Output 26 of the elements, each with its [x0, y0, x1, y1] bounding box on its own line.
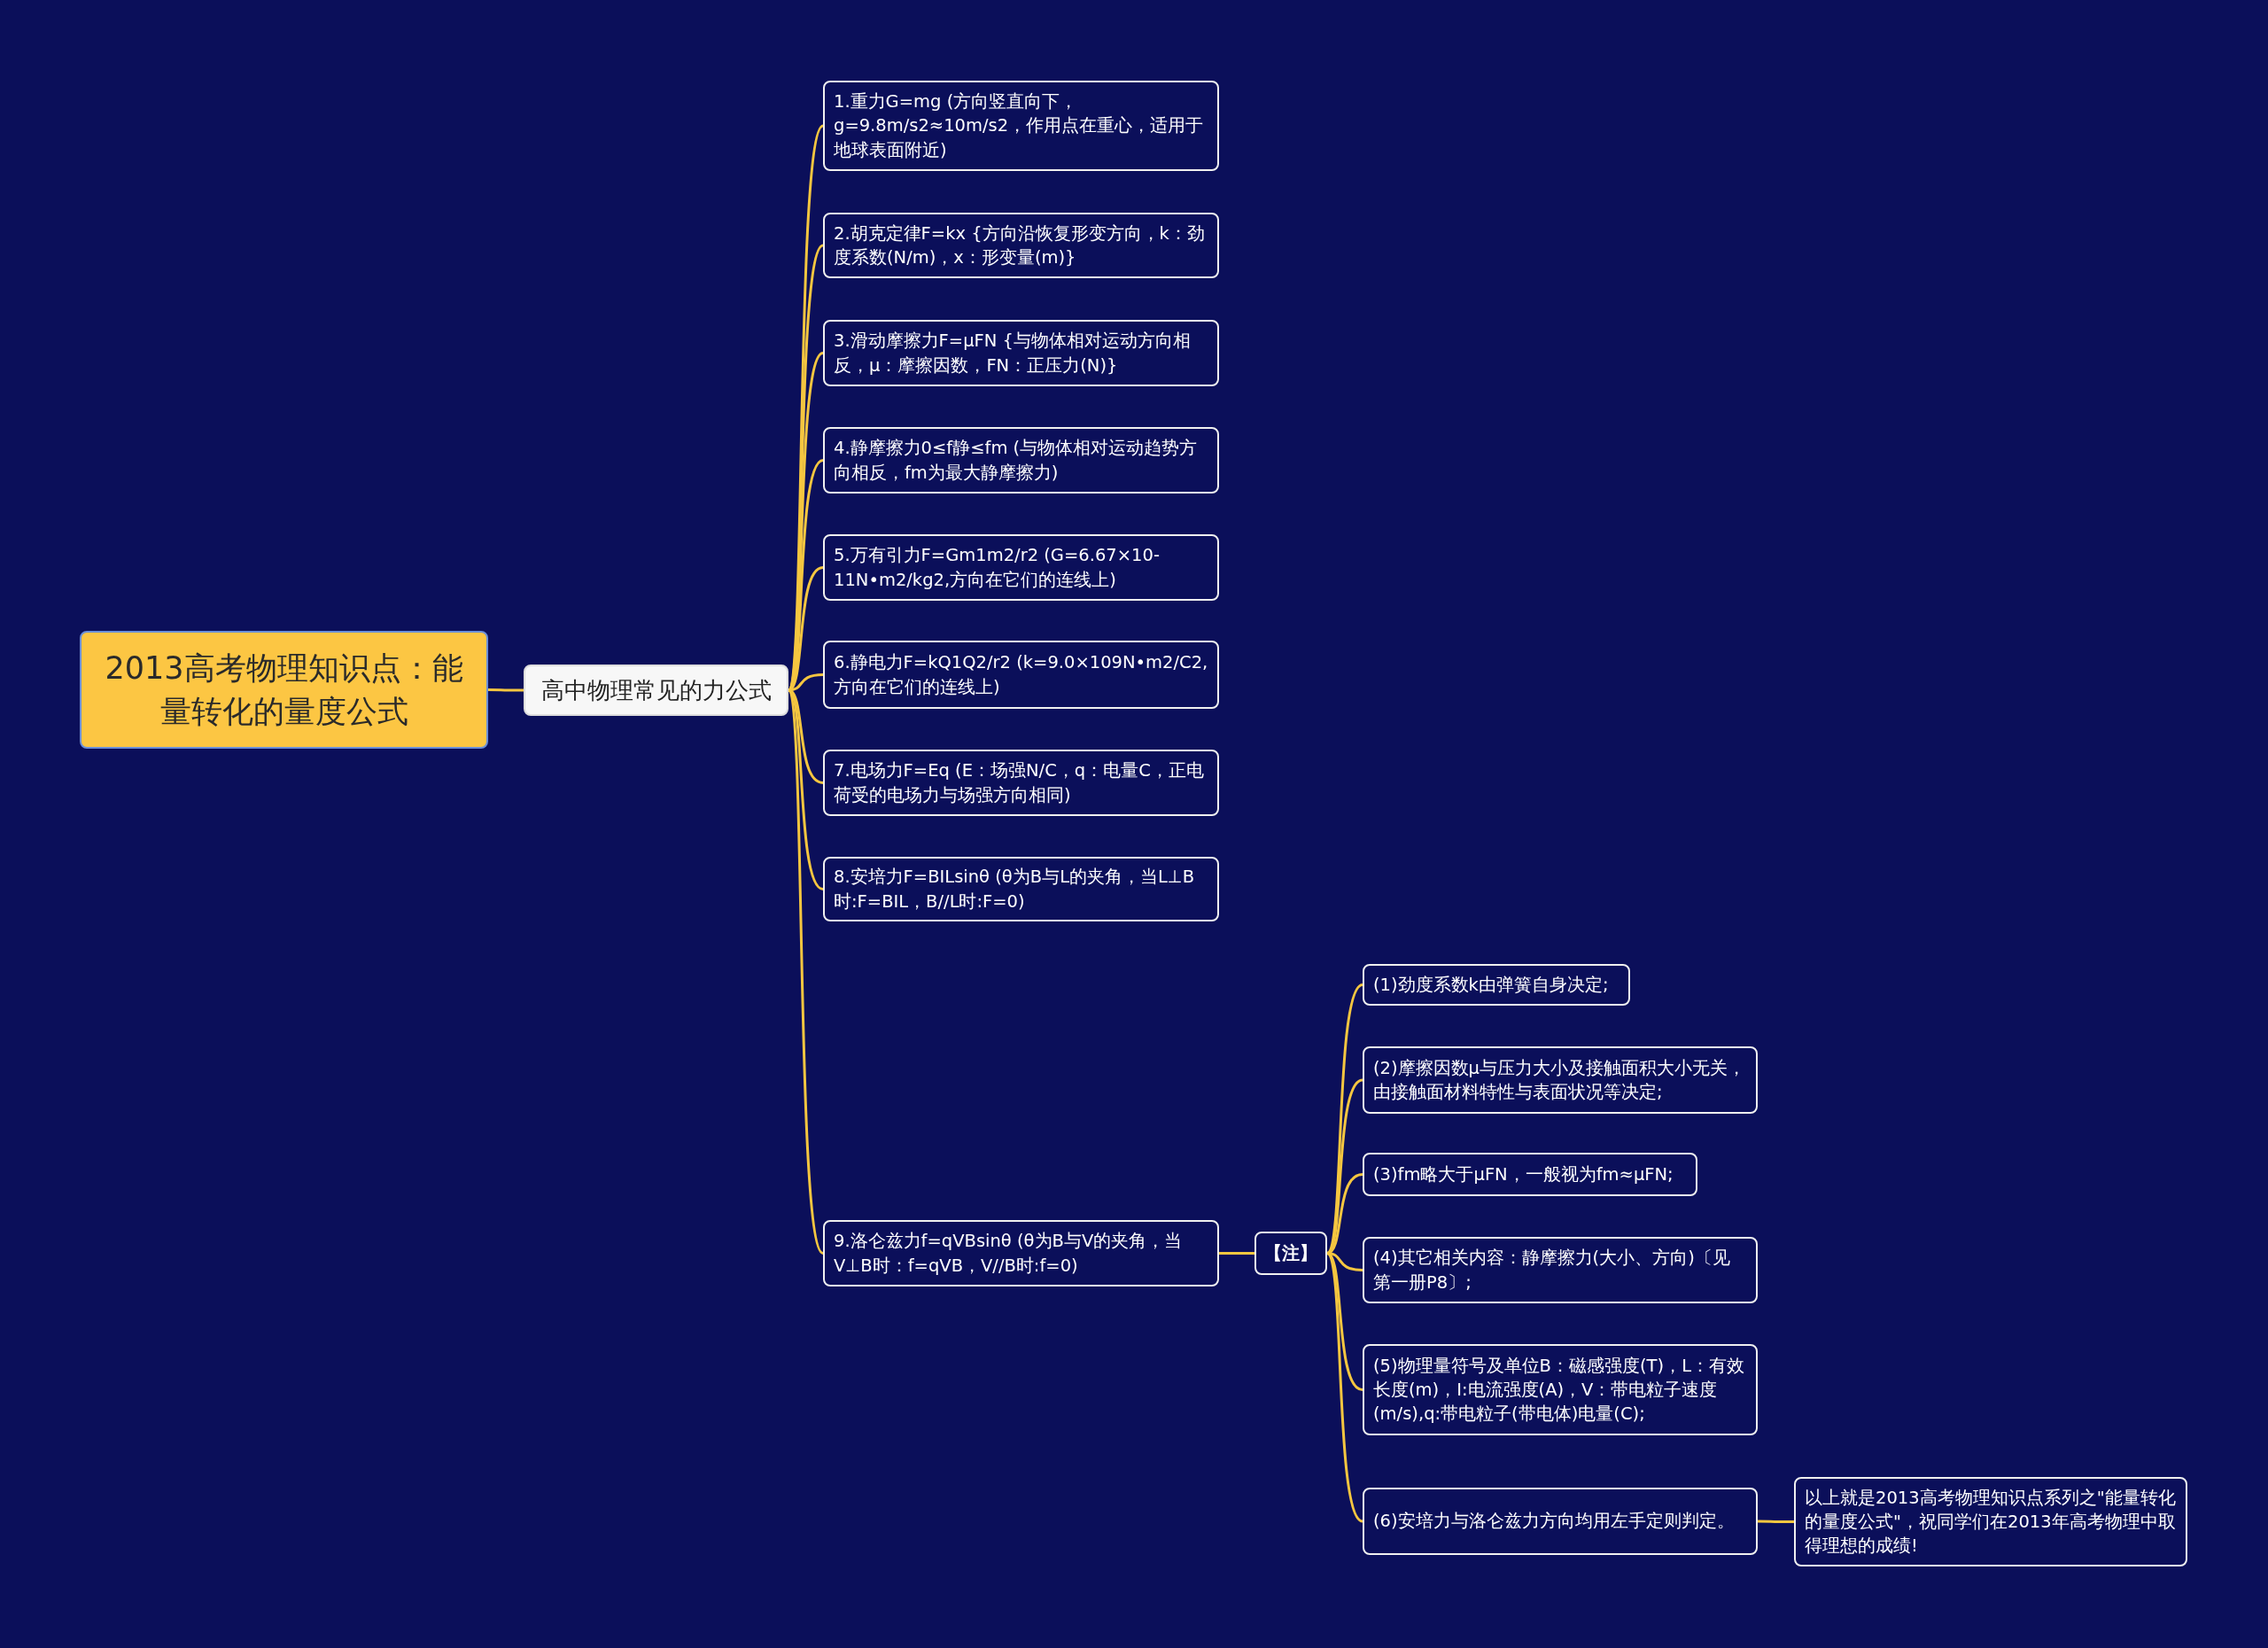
formula-box: 8.安培力F=BILsinθ (θ为B与L的夹角，当L⊥B时:F=BIL，B//L时:F=0) [823, 857, 1219, 921]
formula-box: 6.静电力F=kQ1Q2/r2 (k=9.0×109N•m2/C2,方向在它们的连线上) [823, 641, 1219, 709]
connector-line [1325, 1252, 1363, 1523]
connector-line [1326, 1252, 1363, 1391]
connector-line [1758, 1520, 1794, 1523]
connector-line [787, 689, 825, 1255]
formula-box: 2.胡克定律F=kx {方向沿恢复形变方向，k：劲度系数(N/m)，x：形变量(m)} [823, 213, 1219, 278]
note-box: (6)安培力与洛仑兹力方向均用左手定则判定。 [1363, 1488, 1758, 1555]
connector-line [1326, 1078, 1363, 1255]
topic-box: 2013高考物理知识点：能量转化的量度公式 [80, 631, 488, 749]
note-box: (1)劲度系数k由弹簧自身决定; [1363, 964, 1630, 1006]
formula-box: 1.重力G=mg (方向竖直向下，g=9.8m/s2≈10m/s2，作用点在重心，适用于地球表面附近) [823, 81, 1219, 171]
note-box: (4)其它相关内容：静摩擦力(大小、方向)〔见第一册P8〕; [1363, 1237, 1758, 1303]
note-box: (2)摩擦因数μ与压力大小及接触面积大小无关，由接触面材料特性与表面状况等决定; [1363, 1046, 1758, 1114]
formula-box: 5.万有引力F=Gm1m2/r2 (G=6.67×10-11N•m2/kg2,方向在它们的连线上) [823, 534, 1219, 601]
summary-box: 以上就是2013高考物理知识点系列之"能量转化的量度公式"，祝同学们在2013年高考物理中取得理想的成绩! [1794, 1477, 2187, 1566]
formula-box: 9.洛仑兹力f=qVBsinθ (θ为B与V的夹角，当V⊥B时：f=qVB，V//B时:f=0) [823, 1220, 1219, 1287]
branch-box: 高中物理常见的力公式 [524, 665, 788, 716]
connector-line [1219, 1252, 1254, 1255]
note-box: 【注】 [1254, 1232, 1327, 1275]
connector-line [488, 688, 524, 692]
formula-box: 7.电场力F=Eq (E：场强N/C，q：电量C，正电荷受的电场力与场强方向相同) [823, 750, 1219, 816]
formula-box: 4.静摩擦力0≤f静≤fm (与物体相对运动趋势方向相反，fm为最大静摩擦力) [823, 427, 1219, 494]
note-box: (3)fm略大于μFN，一般视为fm≈μFN; [1363, 1153, 1697, 1196]
formula-box: 3.滑动摩擦力F=μFN {与物体相对运动方向相反，μ：摩擦因数，FN：正压力(N)} [823, 320, 1219, 386]
note-box: (5)物理量符号及单位B：磁感强度(T)，L：有效长度(m)，I:电流强度(A)，V：带电粒子速度(m/s),q:带电粒子(带电体)电量(C); [1363, 1344, 1758, 1435]
